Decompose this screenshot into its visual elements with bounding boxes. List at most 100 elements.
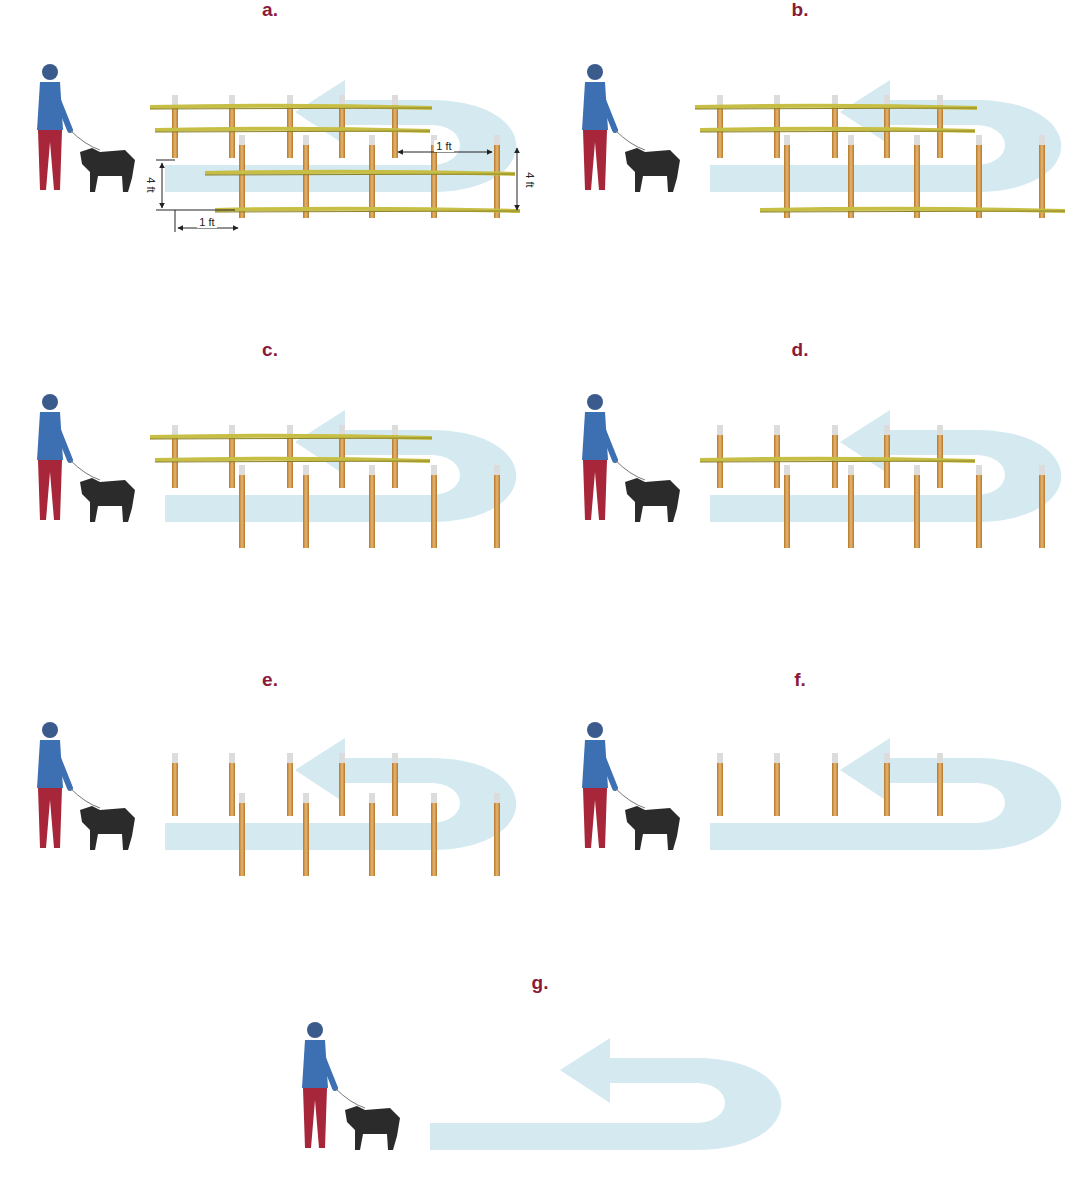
pole-cap: [494, 465, 500, 475]
pole-cap: [976, 135, 982, 145]
pole-cap: [339, 95, 345, 105]
pole-cap: [239, 793, 245, 803]
pole-cap: [303, 465, 309, 475]
path-arrow: [710, 738, 1061, 850]
dimension-line: [175, 210, 176, 232]
pole-cap: [832, 753, 838, 763]
pole-cap: [303, 793, 309, 803]
pole-cap: [229, 753, 235, 763]
handler-arm: [603, 758, 615, 788]
dog: [80, 806, 135, 850]
dog: [625, 148, 680, 192]
weave-pole: [369, 465, 375, 548]
weave-pole: [937, 425, 943, 488]
pole-cap: [392, 95, 398, 105]
pole-cap: [239, 135, 245, 145]
guide-wire: [155, 131, 430, 132]
weave-pole: [784, 135, 790, 218]
weave-pole: [848, 465, 854, 548]
handler-legs: [583, 130, 607, 190]
guide-wire: [760, 211, 1065, 212]
dog: [345, 1106, 400, 1150]
pole-cap: [369, 135, 375, 145]
dimension-line: [156, 210, 235, 211]
weave-pole: [832, 425, 838, 488]
guide-wire: [700, 131, 975, 132]
pole-cap: [976, 465, 982, 475]
pole-cap: [392, 753, 398, 763]
weave-pole: [1039, 465, 1045, 548]
guide-wire: [760, 209, 1065, 211]
training-panel: [37, 64, 520, 232]
weave-pole: [239, 793, 245, 876]
pole-cap: [717, 425, 723, 435]
training-panel: [37, 722, 516, 876]
dimension-line: [162, 163, 163, 208]
handler-head: [42, 64, 58, 80]
panel-letter: c.: [262, 339, 278, 361]
guide-wire: [215, 211, 520, 212]
handler-arm: [58, 100, 70, 130]
guide-wire: [150, 436, 432, 438]
pole-cap: [431, 465, 437, 475]
guide-wire: [155, 461, 430, 462]
training-panel: [582, 722, 1061, 850]
weave-pole: [914, 465, 920, 548]
pole-cap: [774, 425, 780, 435]
handler-head: [587, 394, 603, 410]
panel-letter: b.: [792, 0, 809, 21]
weave-pole: [287, 753, 293, 816]
path-arrow: [165, 738, 516, 850]
handler-head: [307, 1022, 323, 1038]
guide-wire: [155, 459, 430, 461]
guide-wire: [695, 108, 977, 109]
weave-pole: [774, 425, 780, 488]
handler-arm: [323, 1058, 335, 1088]
dog: [80, 148, 135, 192]
weave-pole: [431, 793, 437, 876]
handler-legs: [38, 130, 62, 190]
pole-cap: [717, 95, 723, 105]
weave-pole: [976, 465, 982, 548]
pole-cap: [784, 465, 790, 475]
guide-wire: [150, 106, 432, 108]
guide-wire: [205, 172, 515, 174]
pole-cap: [287, 425, 293, 435]
pole-cap: [884, 95, 890, 105]
panel-letter: f.: [794, 669, 806, 691]
weave-pole: [884, 753, 890, 816]
pole-cap: [937, 425, 943, 435]
dimension-label: 4 ft: [524, 170, 536, 189]
dimension-label: 1 ft: [197, 216, 216, 228]
handler-head: [42, 394, 58, 410]
weave-pole: [494, 793, 500, 876]
guide-wire: [700, 129, 975, 131]
pole-cap: [937, 95, 943, 105]
pole-cap: [229, 95, 235, 105]
leash: [615, 460, 645, 480]
pole-cap: [832, 95, 838, 105]
weave-pole: [1039, 135, 1045, 218]
weave-pole: [717, 95, 723, 158]
path-arrow: [430, 1038, 781, 1150]
training-panel: [582, 64, 1065, 218]
weave-pole: [239, 135, 245, 218]
guide-wire: [700, 461, 975, 462]
weave-pole: [431, 465, 437, 548]
dog: [80, 478, 135, 522]
pole-cap: [369, 793, 375, 803]
pole-cap: [494, 135, 500, 145]
leash: [70, 788, 100, 808]
weave-pole: [848, 135, 854, 218]
pole-cap: [172, 425, 178, 435]
handler-legs: [303, 1088, 327, 1148]
weave-pole: [369, 135, 375, 218]
path-arrow: [165, 410, 516, 522]
handler-legs: [38, 788, 62, 848]
weave-pole: [392, 753, 398, 816]
pole-cap: [229, 425, 235, 435]
weave-pole: [717, 753, 723, 816]
handler-legs: [583, 788, 607, 848]
handler-legs: [583, 460, 607, 520]
